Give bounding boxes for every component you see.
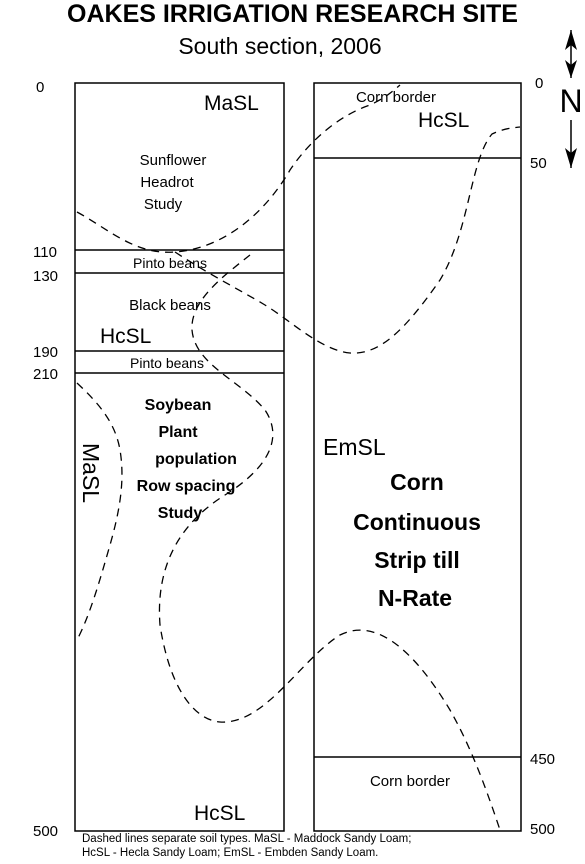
- left-scale-210: 210: [33, 366, 58, 383]
- corn-label-2: Continuous: [353, 509, 481, 535]
- soil-boundary-hcsl: [158, 254, 501, 831]
- soil-label-emsl: EmSL: [323, 434, 386, 460]
- soil-boundary-masl: [76, 382, 123, 641]
- soil-label-masl-top: MaSL: [204, 92, 259, 115]
- soil-label-masl-vertical: MaSL: [78, 443, 104, 503]
- right-scale-450: 450: [530, 751, 555, 768]
- soybean-label-4: Row spacing: [137, 478, 236, 495]
- corn-label-4: N-Rate: [378, 585, 452, 611]
- north-arrow-icon: [565, 30, 577, 168]
- left-scale-0: 0: [36, 79, 44, 96]
- page-subtitle: South section, 2006: [178, 33, 382, 59]
- soybean-label-2: Plant: [158, 424, 198, 441]
- pinto-beans-label-2: Pinto beans: [130, 355, 204, 371]
- left-scale-110: 110: [33, 244, 57, 261]
- soil-boundary-upper: [76, 84, 401, 253]
- right-scale-0: 0: [535, 75, 543, 92]
- left-scale-130: 130: [33, 268, 58, 285]
- soil-label-hcsl-left: HcSL: [100, 325, 151, 348]
- soybean-label-5: Study: [158, 505, 203, 522]
- footnote-line-2: HcSL - Hecla Sandy Loam; EmSL - Embden S…: [82, 847, 379, 859]
- page-title: OAKES IRRIGATION RESEARCH SITE: [67, 0, 518, 28]
- black-beans-label: Black beans: [129, 297, 211, 314]
- left-plot-box: [74, 82, 285, 832]
- sunflower-label-2: Headrot: [140, 174, 194, 191]
- soil-boundary-middle: [174, 126, 521, 354]
- sunflower-label-3: Study: [144, 196, 183, 213]
- soil-label-hcsl-right: HcSL: [418, 109, 469, 132]
- right-scale-50: 50: [530, 155, 547, 172]
- soybean-label-3: population: [155, 451, 237, 468]
- corn-border-bottom-label: Corn border: [370, 773, 450, 790]
- left-scale-190: 190: [33, 344, 58, 361]
- pinto-beans-label-1: Pinto beans: [133, 255, 207, 271]
- corn-label-3: Strip till: [374, 547, 460, 573]
- sunflower-label-1: Sunflower: [140, 152, 207, 169]
- right-scale-500: 500: [530, 821, 555, 838]
- corn-label-1: Corn: [390, 469, 444, 495]
- footnote-line-1: Dashed lines separate soil types. MaSL -…: [82, 833, 412, 845]
- soil-label-hcsl-bottom: HcSL: [194, 802, 245, 825]
- corn-border-top-label: Corn border: [356, 89, 436, 106]
- compass-n-label: N: [559, 83, 582, 119]
- left-scale-500: 500: [33, 823, 58, 840]
- soybean-label-1: Soybean: [145, 397, 212, 414]
- footnote: Dashed lines separate soil types. MaSL -…: [82, 832, 411, 860]
- right-plot-box: [313, 82, 522, 832]
